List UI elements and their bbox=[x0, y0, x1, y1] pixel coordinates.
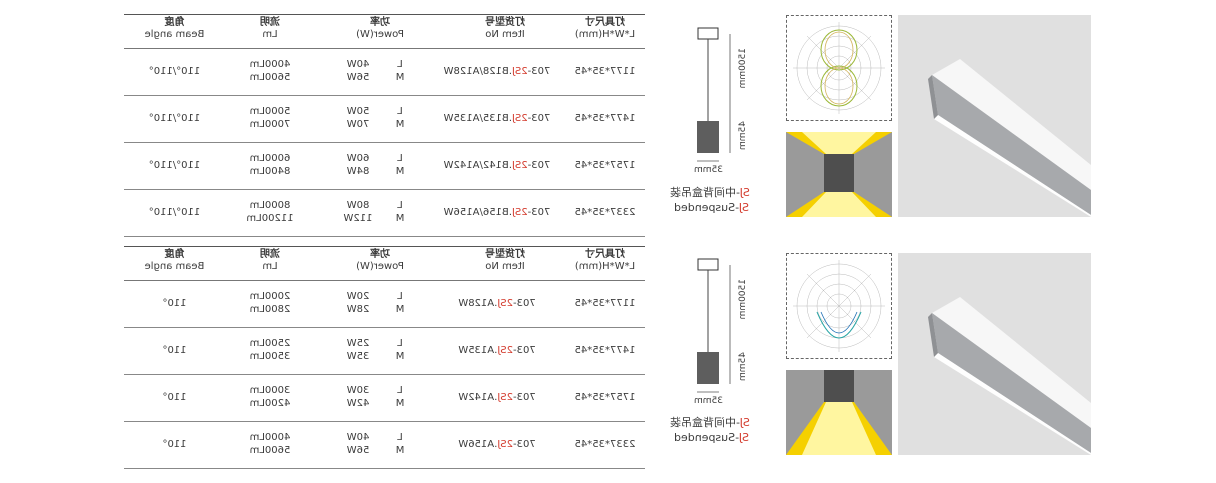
hanging-dimension-drawing bbox=[697, 258, 731, 393]
hanging-dimension-drawing bbox=[697, 27, 731, 162]
size-cell: 1477*35*45 bbox=[574, 113, 636, 124]
beam-photo-down bbox=[786, 370, 892, 455]
caption-zh: SJ-中间背盒吊装 bbox=[670, 416, 750, 429]
beam-cell: 110°/110° bbox=[148, 160, 201, 171]
item-cell: 703-2SJ.B142/A142W bbox=[443, 160, 551, 171]
polar-light-distribution-chart bbox=[786, 15, 892, 121]
size-cell: 1757*35*45 bbox=[574, 392, 636, 403]
fixture-render-down bbox=[898, 253, 1091, 455]
item-cell: 703-2SJ.B128/A128W bbox=[443, 66, 551, 77]
dim-cable: 1500mm bbox=[738, 279, 748, 320]
size-cell: 1177*35*45 bbox=[574, 298, 636, 309]
dim-width: 35mm bbox=[694, 396, 723, 406]
item-cell: 703-2SJ.A142W bbox=[458, 392, 536, 403]
dim-width: 35mm bbox=[694, 165, 723, 175]
size-cell: 1177*35*45 bbox=[574, 66, 636, 77]
caption-en: SJ-Suspended bbox=[674, 431, 749, 444]
beam-cell: 110° bbox=[162, 392, 187, 403]
size-cell: 1477*35*45 bbox=[574, 345, 636, 356]
beam-photo-up-down bbox=[786, 132, 892, 217]
dim-height: 45mm bbox=[738, 121, 748, 150]
item-cell: 703-2SJ.B156/A156W bbox=[443, 207, 551, 218]
size-cell: 2337*35*45 bbox=[574, 439, 636, 450]
dim-height: 45mm bbox=[738, 352, 748, 381]
beam-cell: 110°/110° bbox=[148, 207, 201, 218]
beam-cell: 110° bbox=[162, 439, 187, 450]
beam-cell: 110° bbox=[162, 298, 187, 309]
polar-light-distribution-chart bbox=[786, 253, 892, 359]
item-cell: 703-2SJ.A156W bbox=[458, 439, 536, 450]
beam-cell: 110°/110° bbox=[148, 66, 201, 77]
caption-en: SJ-Suspended bbox=[674, 201, 749, 214]
size-cell: 1757*35*45 bbox=[574, 160, 636, 171]
beam-cell: 110° bbox=[162, 345, 187, 356]
caption-zh: SJ-中间背盒吊装 bbox=[670, 186, 750, 199]
item-cell: 703-2SJ.B135/A135W bbox=[443, 113, 551, 124]
size-cell: 2337*35*45 bbox=[574, 207, 636, 218]
fixture-render-up-down bbox=[898, 15, 1091, 217]
item-cell: 703-2SJ.A135W bbox=[458, 345, 536, 356]
item-cell: 703-2SJ.A128W bbox=[458, 298, 536, 309]
beam-cell: 110°/110° bbox=[148, 113, 201, 124]
dim-cable: 1500mm bbox=[738, 48, 748, 89]
